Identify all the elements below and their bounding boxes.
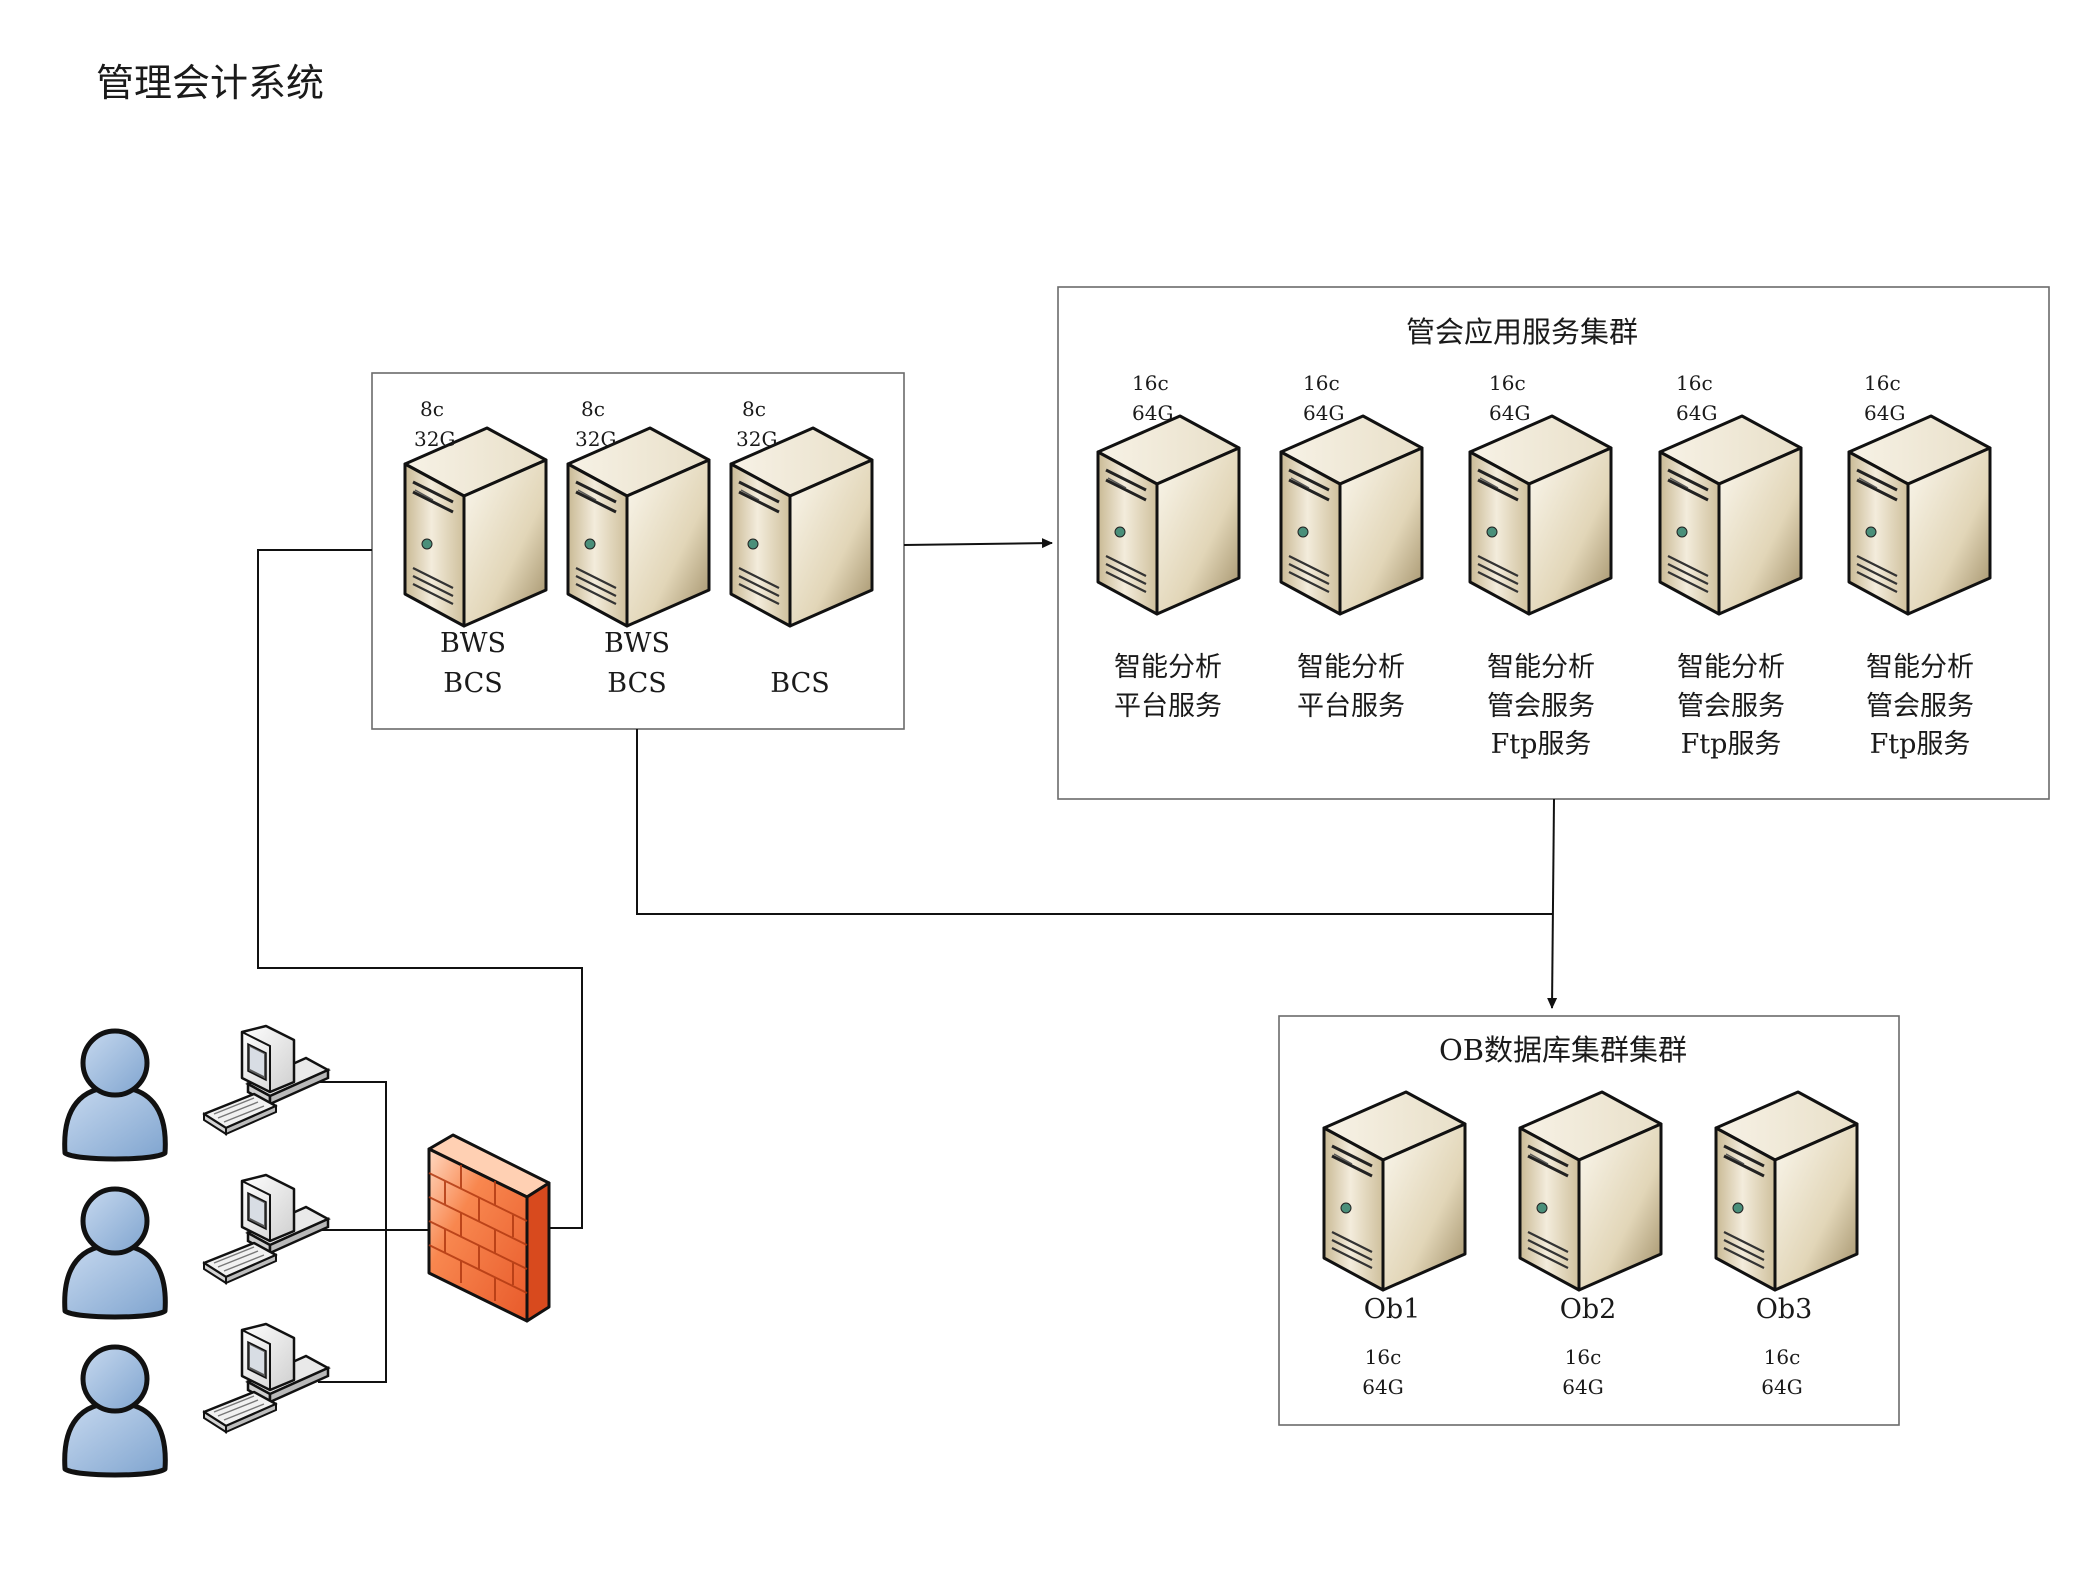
front-server-3-role-2: BCS <box>770 668 830 699</box>
client-users <box>65 1031 166 1475</box>
app-server-5-role-1: 智能分析 <box>1866 652 1974 683</box>
server-tower-icon <box>1468 414 1613 616</box>
server-tower-icon <box>1518 1090 1663 1292</box>
db-server-1-name: Ob1 <box>1364 1294 1421 1325</box>
front-server-3-cores: 8c <box>742 397 766 421</box>
app-cluster-title: 管会应用服务集群 <box>1406 315 1638 349</box>
app-server-3-cores: 16c <box>1489 371 1526 395</box>
app-server-2-role-2: 平台服务 <box>1297 691 1405 722</box>
db-server-2-name: Ob2 <box>1560 1294 1617 1325</box>
app-server-1-role-1: 智能分析 <box>1114 652 1222 683</box>
front-server-1-role-1: BWS <box>440 628 506 659</box>
app-server-3-role-3: Ftp服务 <box>1491 729 1592 760</box>
app-server-4-cores: 16c <box>1676 371 1713 395</box>
server-tower-icon <box>729 426 874 628</box>
app-server-4-role-3: Ftp服务 <box>1681 729 1782 760</box>
front-server-1-memory: 32G <box>414 427 455 451</box>
app-server-4-role-2: 管会服务 <box>1677 691 1785 722</box>
app-server-5-memory: 64G <box>1864 401 1905 425</box>
computer-workstation-icon <box>202 1322 330 1434</box>
app-server-2-cores: 16c <box>1303 371 1340 395</box>
app-server-1-cores: 16c <box>1132 371 1169 395</box>
front-server-3-memory: 32G <box>736 427 777 451</box>
diagram-title: 管理会计系统 <box>96 61 324 105</box>
db-cluster-box <box>1278 1015 1900 1426</box>
firewall-icon <box>427 1133 551 1323</box>
server-tower-icon <box>1279 414 1424 616</box>
wire-clients-to-firewall <box>318 1081 432 1383</box>
computer-workstation-icon <box>202 1173 330 1285</box>
app-cluster: 管会应用服务集群 16c 64G 16c 64G 16c 64G 16c 64G… <box>1096 315 1992 760</box>
app-server-2-role-1: 智能分析 <box>1297 652 1405 683</box>
db-cluster: OB数据库集群集群 Ob1 Ob2 Ob3 16c 64G 16c 64G 16… <box>1322 1033 1859 1399</box>
db-server-3-memory: 64G <box>1761 1375 1802 1399</box>
front-server-2-role-1: BWS <box>604 628 670 659</box>
app-server-1-memory: 64G <box>1132 401 1173 425</box>
db-server-3-name: Ob3 <box>1756 1294 1813 1325</box>
front-server-2-cores: 8c <box>581 397 605 421</box>
server-tower-icon <box>403 426 548 628</box>
server-tower-icon <box>566 426 711 628</box>
app-server-3-role-1: 智能分析 <box>1487 652 1595 683</box>
client-workstations <box>202 1024 330 1434</box>
app-server-2-memory: 64G <box>1303 401 1344 425</box>
wire-front-to-app <box>903 538 1053 549</box>
server-tower-icon <box>1847 414 1992 616</box>
server-tower-icon <box>1714 1090 1859 1292</box>
db-cluster-title: OB数据库集群集群 <box>1439 1033 1687 1067</box>
server-tower-icon <box>1658 414 1803 616</box>
front-server-1-role-2: BCS <box>443 668 503 699</box>
user-icon <box>65 1347 166 1475</box>
wire-firewall-to-front <box>257 549 583 1229</box>
db-server-2-memory: 64G <box>1562 1375 1603 1399</box>
front-server-2-memory: 32G <box>575 427 616 451</box>
front-server-2-role-2: BCS <box>607 668 667 699</box>
app-server-1-role-2: 平台服务 <box>1114 691 1222 722</box>
db-server-1-memory: 64G <box>1362 1375 1403 1399</box>
server-tower-icon <box>1322 1090 1467 1292</box>
app-server-5-role-2: 管会服务 <box>1866 691 1974 722</box>
app-server-3-memory: 64G <box>1489 401 1530 425</box>
app-server-4-memory: 64G <box>1676 401 1717 425</box>
front-servers: 8c 32G 8c 32G 8c 32G BWS BCS BWS BCS BCS <box>403 397 874 699</box>
db-server-2-cores: 16c <box>1565 1345 1602 1369</box>
user-icon <box>65 1189 166 1317</box>
server-tower-icon <box>1096 414 1241 616</box>
computer-workstation-icon <box>202 1024 330 1136</box>
app-server-5-cores: 16c <box>1864 371 1901 395</box>
wire-app-to-db <box>1547 798 1558 1009</box>
app-server-3-role-2: 管会服务 <box>1487 691 1595 722</box>
user-icon <box>65 1031 166 1159</box>
wire-front-to-db <box>636 729 1553 915</box>
db-server-1-cores: 16c <box>1365 1345 1402 1369</box>
front-server-1-cores: 8c <box>420 397 444 421</box>
db-server-3-cores: 16c <box>1764 1345 1801 1369</box>
app-server-5-role-3: Ftp服务 <box>1870 729 1971 760</box>
app-server-4-role-1: 智能分析 <box>1677 652 1785 683</box>
